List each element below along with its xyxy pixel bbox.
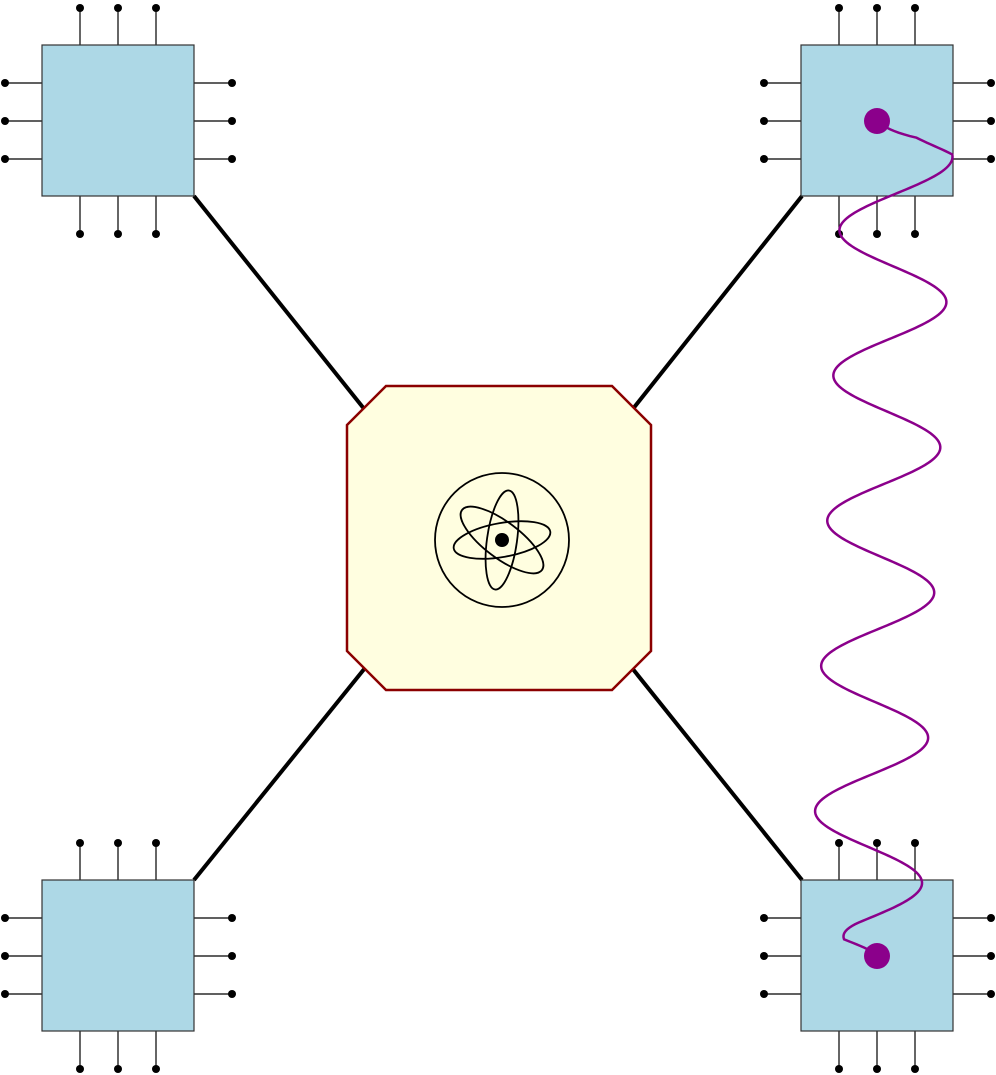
pin-dot <box>1 79 9 87</box>
endpoint-bottom-right <box>864 943 890 969</box>
pin-dot <box>228 952 236 960</box>
chip-top-left <box>1 4 236 238</box>
pin-dot <box>760 117 768 125</box>
pin-dot <box>228 990 236 998</box>
link-bottom-right <box>630 666 804 882</box>
pin-dot <box>114 4 122 12</box>
pin-dot <box>987 155 995 163</box>
atom-icon <box>434 472 570 608</box>
pin-dot <box>114 1065 122 1073</box>
pin-dot <box>76 230 84 238</box>
pin-dot <box>987 914 995 922</box>
pin-dot <box>1 117 9 125</box>
pin-dot <box>228 155 236 163</box>
chip-body <box>41 44 195 197</box>
pin-dot <box>835 4 843 12</box>
pin-dot <box>76 839 84 847</box>
pin-dot <box>911 4 919 12</box>
pin-dot <box>1 914 9 922</box>
pin-dot <box>987 117 995 125</box>
pin-dot <box>1 990 9 998</box>
pin-dot <box>911 230 919 238</box>
endpoint-top-right <box>864 108 890 134</box>
chip-body <box>41 879 195 1032</box>
wave-signal <box>813 120 954 957</box>
central-hub <box>345 384 653 692</box>
pin-dot <box>987 79 995 87</box>
pin-dot <box>873 230 881 238</box>
pin-dot <box>911 839 919 847</box>
link-top-left <box>192 194 367 412</box>
links <box>192 194 804 882</box>
pin-dot <box>76 4 84 12</box>
pin-dot <box>911 1065 919 1073</box>
chip-bottom-right <box>760 839 995 1073</box>
pin-dot <box>228 79 236 87</box>
pin-dot <box>114 839 122 847</box>
pin-dot <box>1 155 9 163</box>
pin-dot <box>873 4 881 12</box>
pin-dot <box>873 1065 881 1073</box>
pin-dot <box>152 1065 160 1073</box>
pin-dot <box>835 1065 843 1073</box>
pin-dot <box>152 839 160 847</box>
pin-dot <box>152 4 160 12</box>
link-top-right <box>630 194 804 412</box>
pin-dot <box>1 952 9 960</box>
pin-dot <box>114 230 122 238</box>
wavy-link <box>813 108 954 969</box>
pin-dot <box>835 839 843 847</box>
pin-dot <box>987 990 995 998</box>
pin-dot <box>760 990 768 998</box>
pin-dot <box>760 914 768 922</box>
pin-dot <box>228 914 236 922</box>
pin-dot <box>760 952 768 960</box>
pin-dot <box>228 117 236 125</box>
pin-dot <box>760 155 768 163</box>
link-bottom-left <box>192 666 367 882</box>
chip-bottom-left <box>1 839 236 1073</box>
pin-dot <box>987 952 995 960</box>
pin-dot <box>873 839 881 847</box>
pin-dot <box>76 1065 84 1073</box>
pin-dot <box>760 79 768 87</box>
pin-dot <box>152 230 160 238</box>
